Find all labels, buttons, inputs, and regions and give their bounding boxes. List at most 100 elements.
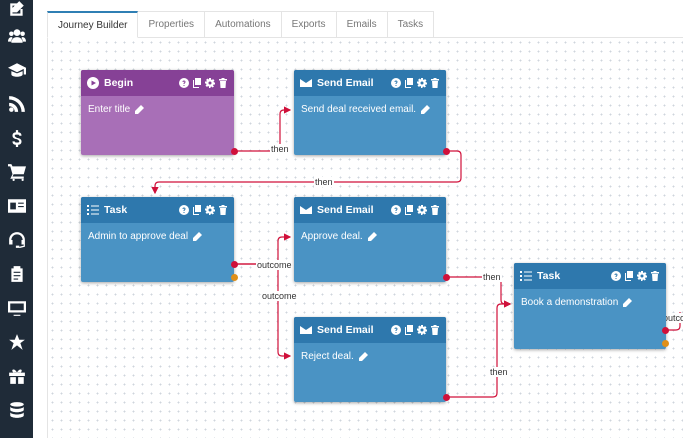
copy-icon[interactable] [192,78,202,88]
pencil-icon[interactable] [358,351,368,362]
link-label-outcome: outcome [261,291,298,301]
node-text: Approve deal. [301,231,363,242]
node-header[interactable]: Send Email [294,317,446,343]
node-title: Begin [104,77,134,89]
help-icon[interactable] [611,271,621,281]
node-text: Send deal received email. [301,104,417,115]
headset-icon[interactable] [0,223,33,257]
gear-icon[interactable] [417,205,427,215]
graduation-cap-icon[interactable] [0,53,33,87]
sidebar [0,0,33,438]
node-title: Send Email [317,324,374,336]
tab-tasks[interactable]: Tasks [387,11,435,38]
node-header[interactable]: Task [514,263,666,289]
dollar-icon[interactable] [0,121,33,155]
envelope-icon [300,204,312,216]
tab-journey-builder[interactable]: Journey Builder [47,11,139,38]
gift-icon[interactable] [0,359,33,393]
node-text: Book a demonstration [521,297,619,308]
copy-icon[interactable] [404,78,414,88]
pencil-icon[interactable] [134,104,145,115]
cart-icon[interactable] [0,155,33,189]
output-port[interactable] [443,394,450,401]
node-body[interactable]: Send deal received email. [294,96,446,123]
help-icon[interactable] [391,78,401,88]
output-port[interactable] [231,261,238,268]
node-header[interactable]: Send Email [294,197,446,223]
copy-icon[interactable] [404,205,414,215]
help-icon[interactable] [391,205,401,215]
output-port[interactable] [443,148,450,155]
star-icon[interactable] [0,325,33,359]
node-header[interactable]: Send Email [294,70,446,96]
trash-icon[interactable] [430,205,440,215]
node-title: Task [104,204,128,216]
node-send-email[interactable]: Send Email Approve deal. [294,197,446,282]
node-title: Send Email [317,77,374,89]
pencil-icon[interactable] [622,297,633,308]
help-icon[interactable] [179,78,189,88]
trash-icon[interactable] [650,271,660,281]
gear-icon[interactable] [205,205,215,215]
envelope-icon [300,77,312,89]
envelope-icon [300,324,312,336]
tab-exports[interactable]: Exports [281,11,337,38]
node-body[interactable]: Enter title [81,96,234,123]
link-label-then: then [482,272,502,282]
output-port[interactable] [443,274,450,281]
node-text: Reject deal. [301,351,354,362]
trash-icon[interactable] [218,78,228,88]
node-send-email[interactable]: Send Email Reject deal. [294,317,446,402]
edit-icon[interactable] [0,0,33,26]
tab-properties[interactable]: Properties [138,11,206,38]
copy-icon[interactable] [404,325,414,335]
output-port[interactable] [231,148,238,155]
node-begin[interactable]: Begin Enter title [81,70,234,155]
tab-bar: Journey Builder Properties Automations E… [47,11,435,38]
gear-icon[interactable] [637,271,647,281]
task-list-icon [520,270,532,282]
link-label-outcome: outcome [256,260,293,270]
pencil-icon[interactable] [192,231,203,242]
node-body[interactable]: Reject deal. [294,343,446,370]
id-card-icon[interactable] [0,189,33,223]
tab-automations[interactable]: Automations [205,11,282,38]
link-label-then: then [314,177,334,187]
gear-icon[interactable] [417,325,427,335]
trash-icon[interactable] [218,205,228,215]
copy-icon[interactable] [624,271,634,281]
trash-icon[interactable] [430,325,440,335]
link-label-then: then [270,144,290,154]
users-icon[interactable] [0,19,33,53]
task-list-icon [87,204,99,216]
database-icon[interactable] [0,393,33,427]
copy-icon[interactable] [192,205,202,215]
gear-icon[interactable] [417,78,427,88]
node-send-email[interactable]: Send Email Send deal received email. [294,70,446,155]
pencil-icon[interactable] [367,231,377,242]
node-title: Send Email [317,204,374,216]
link-label-then: then [489,367,509,377]
node-task[interactable]: Task Book a demonstration [514,263,666,349]
help-icon[interactable] [391,325,401,335]
pencil-icon[interactable] [420,104,431,115]
trash-icon[interactable] [430,78,440,88]
node-header[interactable]: Begin [81,70,234,96]
node-body[interactable]: Approve deal. [294,223,446,250]
node-body[interactable]: Admin to approve deal [81,223,234,250]
gear-icon[interactable] [205,78,215,88]
node-title: Task [537,270,561,282]
tab-emails[interactable]: Emails [336,11,388,38]
play-icon [87,77,99,89]
output-port[interactable] [662,327,669,334]
clipboard-icon[interactable] [0,257,33,291]
node-body[interactable]: Book a demonstration [514,289,666,316]
output-port[interactable] [231,274,238,281]
help-icon[interactable] [179,205,189,215]
node-text: Enter title [88,104,131,115]
rss-icon[interactable] [0,87,33,121]
output-port[interactable] [662,340,669,347]
monitor-icon[interactable] [0,291,33,325]
node-header[interactable]: Task [81,197,234,223]
node-task[interactable]: Task Admin to approve deal [81,197,234,282]
